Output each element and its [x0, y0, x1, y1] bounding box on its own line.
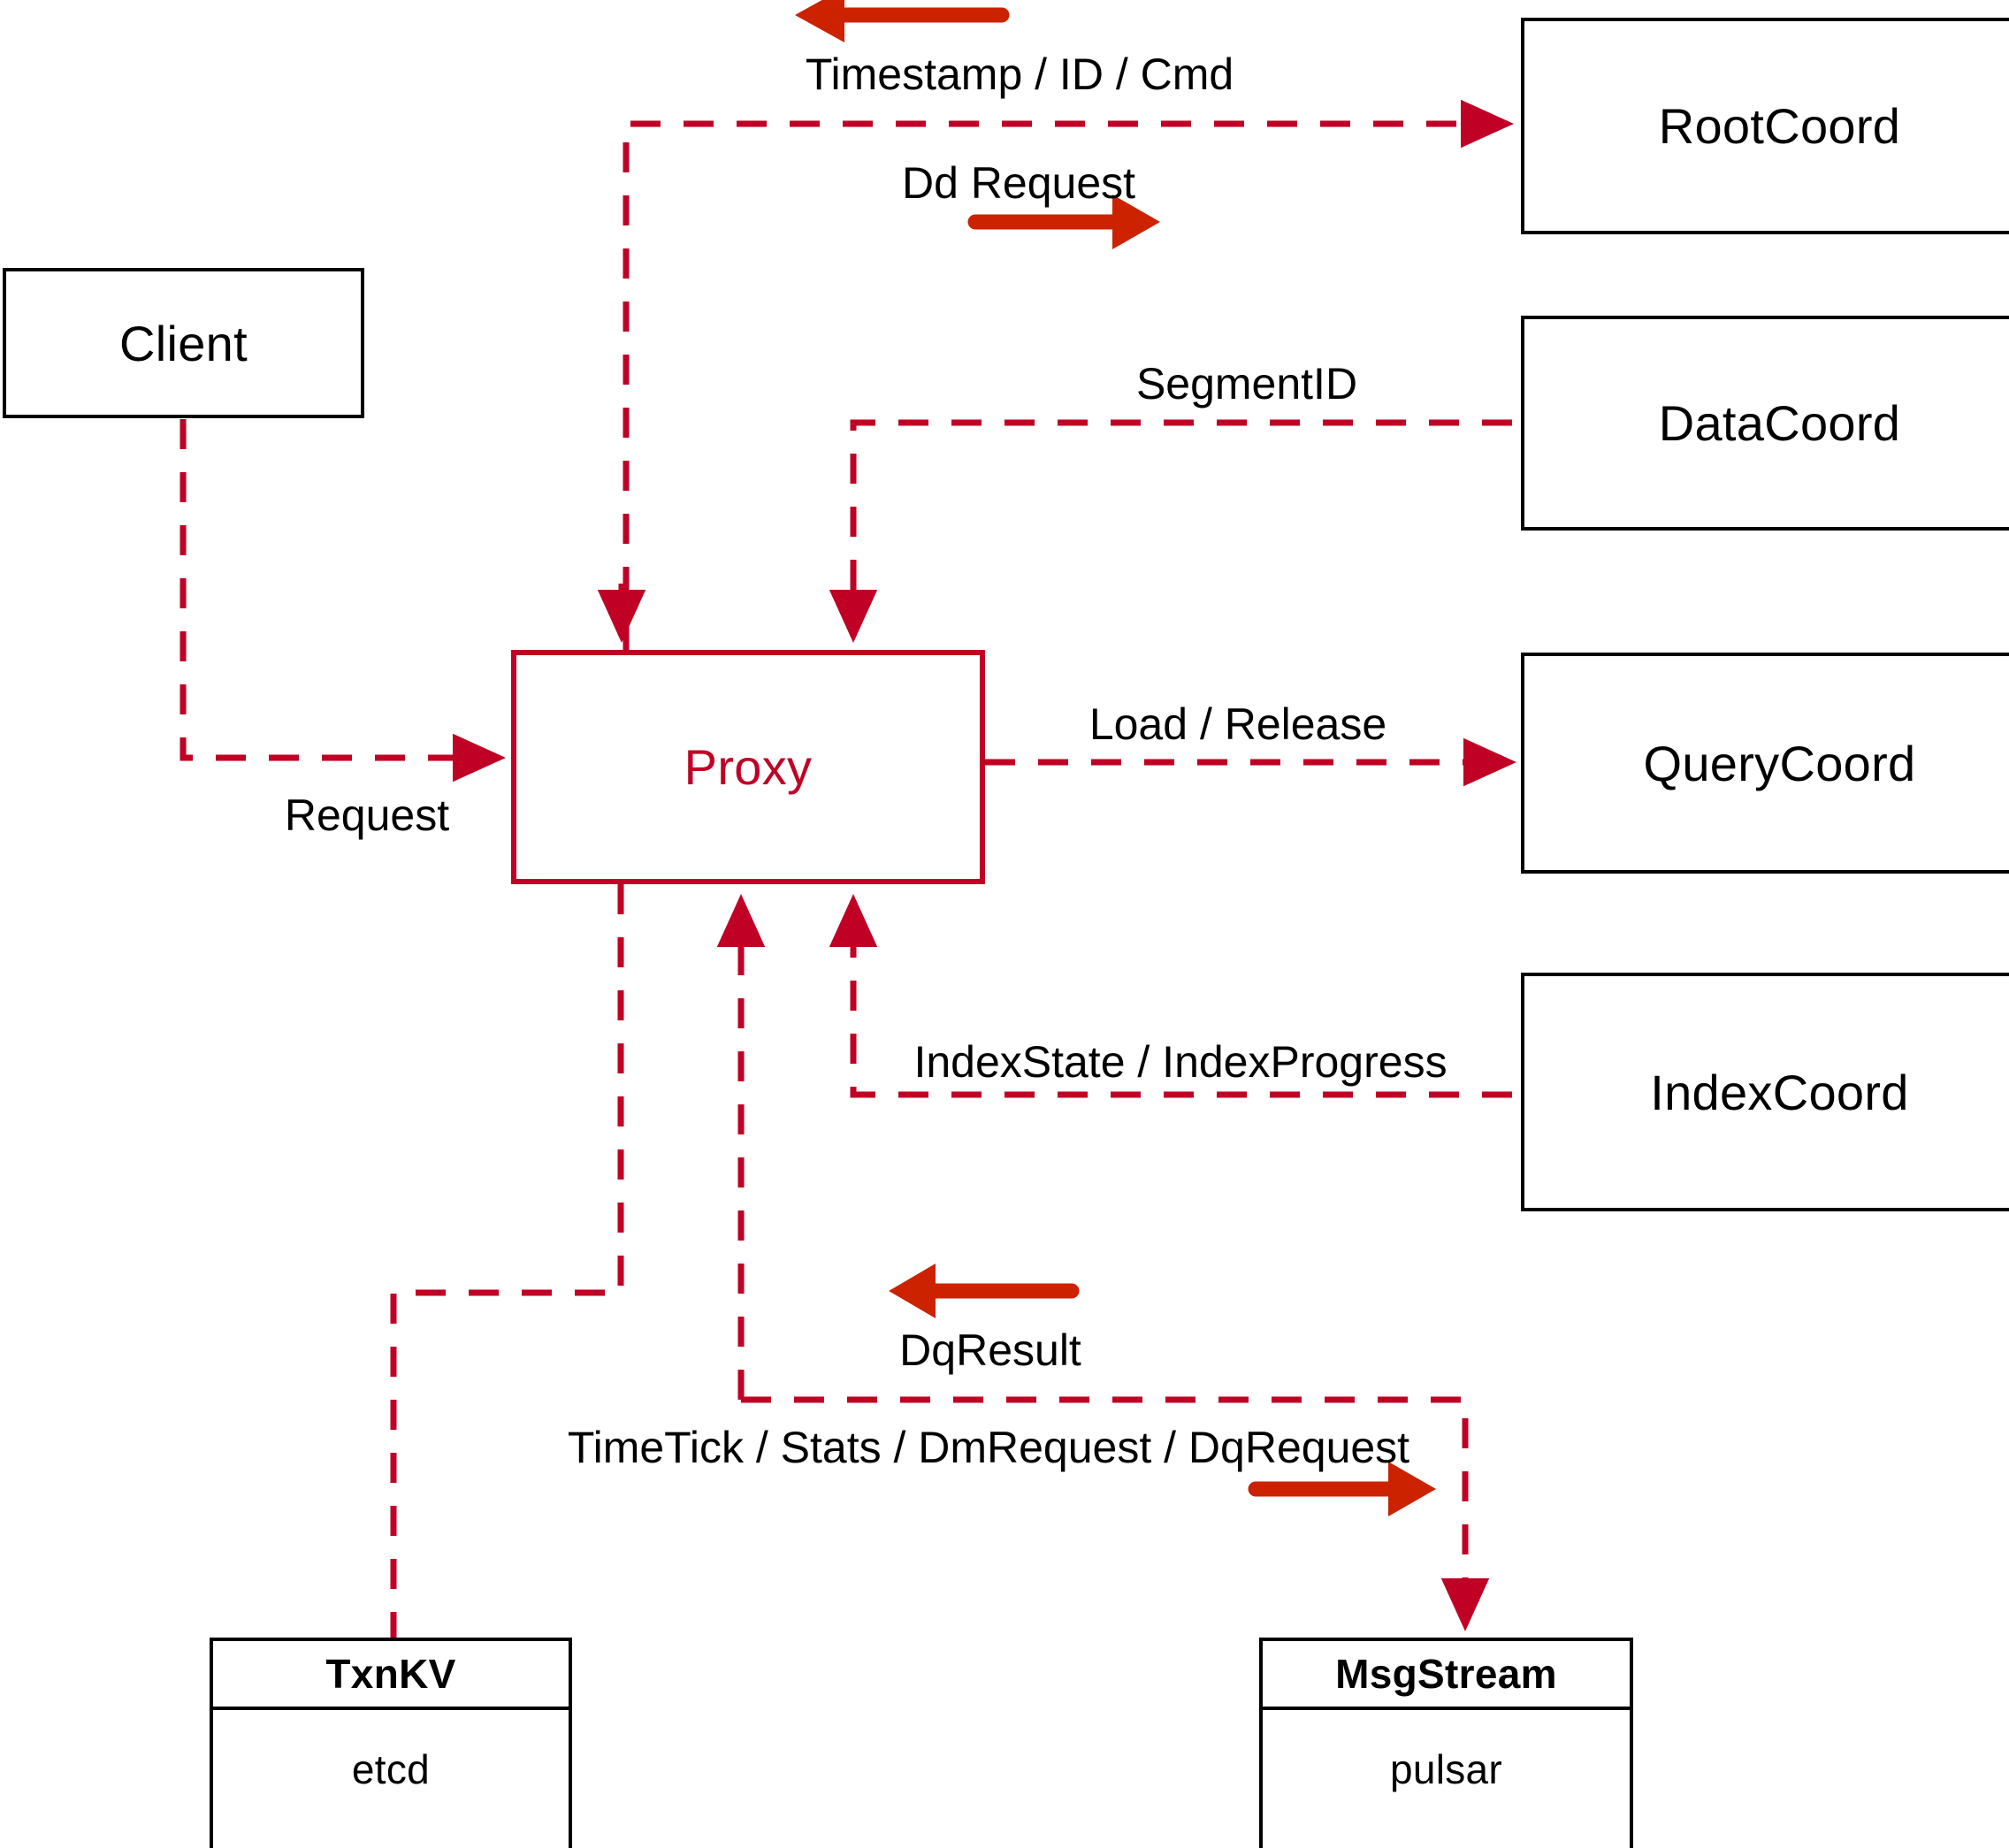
- direction-arrow-timestamp: [795, 0, 1010, 42]
- node-client-label: Client: [119, 315, 248, 371]
- direction-arrow-dq-request: [1248, 1462, 1436, 1516]
- node-msgstream[interactable]: MsgStream pulsar: [1259, 1638, 1633, 1848]
- node-proxy[interactable]: Proxy: [511, 650, 985, 884]
- node-proxy-label: Proxy: [684, 739, 813, 795]
- node-client[interactable]: Client: [3, 268, 364, 418]
- node-txnkv-impl-label: etcd: [351, 1746, 431, 1792]
- node-data-coord[interactable]: DataCoord: [1521, 316, 2009, 531]
- node-index-coord[interactable]: IndexCoord: [1521, 973, 2009, 1211]
- edge-path-timetick-dq-request: [741, 1396, 1490, 1632]
- edge-path-dd-request: [623, 99, 1515, 650]
- edge-label-timetick-stats-dm-dq: TimeTick / Stats / DmRequest / DqRequest: [567, 1423, 1410, 1472]
- edge-label-dd-request: Dd Request: [901, 158, 1136, 208]
- edge-label-timestamp-id-cmd: Timestamp / ID / Cmd: [805, 50, 1234, 99]
- edge-path-index-state: [829, 893, 1512, 1098]
- node-data-coord-label: DataCoord: [1658, 395, 1901, 451]
- node-txnkv[interactable]: TxnKV etcd: [210, 1638, 572, 1848]
- direction-arrow-dq-result: [889, 1264, 1080, 1318]
- node-msgstream-header: MsgStream: [1263, 1641, 1630, 1710]
- node-query-coord-label: QueryCoord: [1643, 735, 1916, 791]
- node-txnkv-label: TxnKV: [325, 1651, 456, 1697]
- node-root-coord-label: RootCoord: [1658, 98, 1901, 154]
- edge-label-segment-id: SegmentID: [1135, 359, 1358, 409]
- edge-path-segment-id: [829, 419, 1512, 644]
- edge-path-request: [180, 419, 507, 783]
- edge-label-dq-result: DqResult: [899, 1325, 1081, 1375]
- edge-path-txnkv: [390, 884, 624, 1638]
- node-msgstream-body: pulsar: [1263, 1710, 1630, 1848]
- node-txnkv-body: etcd: [213, 1710, 569, 1848]
- edge-label-request: Request: [284, 790, 450, 840]
- edge-label-index-state-progress: IndexState / IndexProgress: [913, 1037, 1448, 1087]
- direction-arrow-dd-request: [967, 195, 1160, 249]
- node-msgstream-impl-label: pulsar: [1389, 1746, 1503, 1792]
- node-index-coord-label: IndexCoord: [1650, 1064, 1909, 1120]
- node-query-coord[interactable]: QueryCoord: [1521, 653, 2009, 874]
- node-root-coord[interactable]: RootCoord: [1521, 18, 2009, 234]
- node-txnkv-header: TxnKV: [213, 1641, 569, 1710]
- edge-label-load-release: Load / Release: [1089, 699, 1387, 749]
- node-msgstream-label: MsgStream: [1335, 1651, 1557, 1697]
